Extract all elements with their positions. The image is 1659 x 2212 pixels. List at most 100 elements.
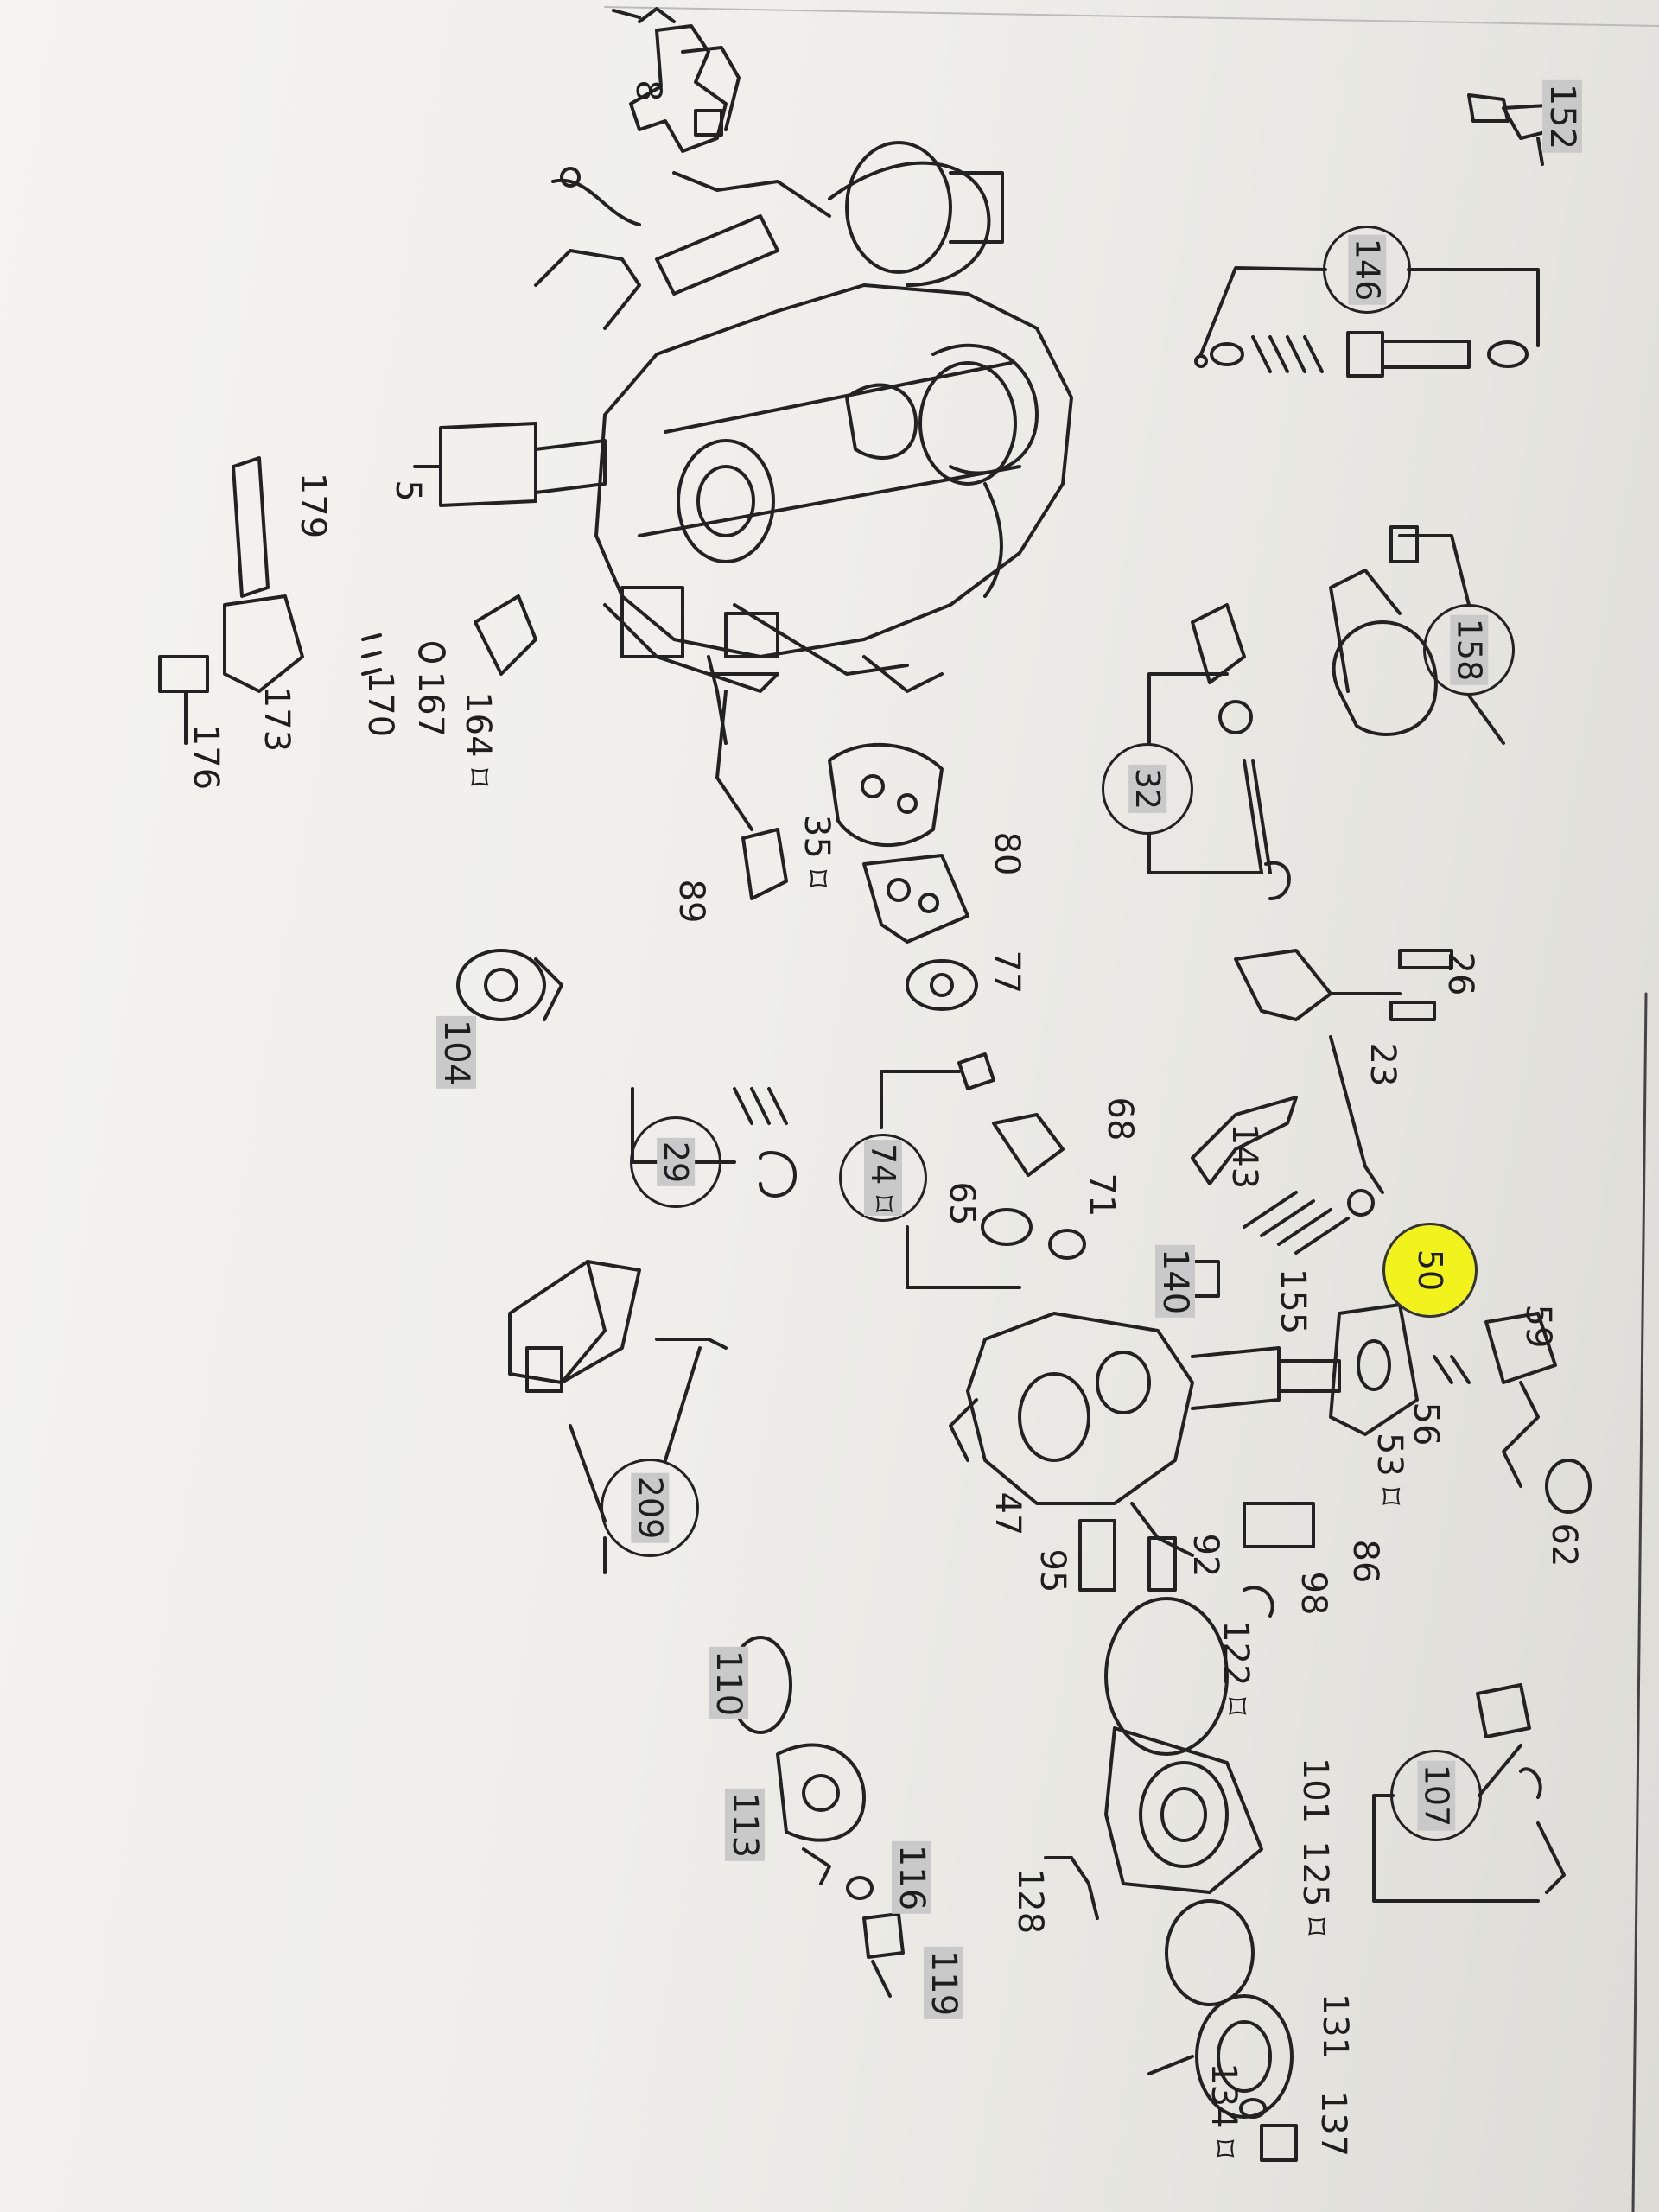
part-number: 77 xyxy=(987,950,1027,995)
small-parts-left xyxy=(158,456,537,745)
part-number: 104 xyxy=(436,1015,476,1090)
part-number: 56 xyxy=(1406,1402,1446,1446)
part-number: 173 xyxy=(257,685,296,753)
part-label-137: 137 xyxy=(1313,2090,1353,2158)
part-number: 170 xyxy=(360,671,400,738)
part-label-176: 176 xyxy=(186,723,226,791)
part-label-23: 23 xyxy=(1363,1042,1402,1087)
part-label-152: 152 xyxy=(1542,79,1582,154)
part-number: 119 xyxy=(924,1946,963,2020)
part-77 xyxy=(906,959,978,1011)
part-label-170: 170 xyxy=(360,671,400,738)
part-number: 125 ⌑ xyxy=(1295,1840,1335,1936)
part-label-71: 71 xyxy=(1082,1173,1122,1217)
part-number: 113 xyxy=(725,1788,765,1862)
part-number: 53 ⌑ xyxy=(1370,1432,1409,1506)
part-label-110: 110 xyxy=(709,1646,748,1720)
part-number: 89 xyxy=(671,879,711,924)
part-number: 110 xyxy=(709,1646,748,1720)
part-label-86: 86 xyxy=(1345,1540,1385,1584)
part-number: 68 xyxy=(1100,1096,1140,1141)
part-label-80: 80 xyxy=(987,832,1027,876)
part-8-lever xyxy=(612,7,741,153)
callout-circle-50: 50 xyxy=(1382,1223,1478,1318)
part-107 xyxy=(1372,1683,1566,1903)
part-label-122: 122 ⌑ xyxy=(1216,1620,1255,1715)
part-209 xyxy=(508,1260,728,1574)
part-label-77: 77 xyxy=(987,950,1027,995)
callout-number: 209 xyxy=(631,1472,669,1543)
pump-main-body xyxy=(413,141,1073,745)
part-number: 152 xyxy=(1542,79,1582,154)
part-74 xyxy=(880,1052,1086,1289)
part-number: 23 xyxy=(1363,1042,1402,1087)
part-number: 164 ⌑ xyxy=(458,691,498,786)
part-35 xyxy=(828,742,944,848)
part-label-173: 173 xyxy=(257,685,296,753)
part-label-155: 155 xyxy=(1273,1268,1313,1335)
part-label-125: 125 ⌑ xyxy=(1295,1840,1335,1936)
part-number: 59 xyxy=(1518,1304,1558,1349)
part-110-113 xyxy=(728,1636,866,1885)
part-label-104: 104 xyxy=(436,1015,476,1090)
callout-circle-209: 209 xyxy=(601,1459,699,1557)
part-number: 35 ⌑ xyxy=(797,814,836,888)
part-26-23 xyxy=(1234,949,1453,1194)
part-label-164: 164 ⌑ xyxy=(458,691,498,786)
part-label-179: 179 xyxy=(293,472,333,539)
part-label-5: 5 xyxy=(388,480,428,501)
part-label-131: 131 xyxy=(1315,1993,1355,2060)
callout-circle-158: 158 xyxy=(1423,604,1515,696)
part-number: 116 xyxy=(892,1840,931,1915)
part-number: 143 xyxy=(1224,1122,1264,1190)
part-number: 65 xyxy=(942,1181,982,1226)
part-146 xyxy=(1194,266,1540,378)
distributor-head xyxy=(949,1303,1592,1618)
callout-circle-107: 107 xyxy=(1390,1750,1482,1841)
part-label-53: 53 ⌑ xyxy=(1370,1432,1409,1506)
part-label-8: 8 xyxy=(628,79,668,102)
part-label-59: 59 xyxy=(1518,1304,1558,1349)
callout-number: 29 xyxy=(656,1137,695,1187)
part-label-119: 119 xyxy=(924,1946,963,2020)
part-143-155 xyxy=(1182,1096,1375,1298)
part-label-101: 101 xyxy=(1295,1758,1335,1823)
part-label-95: 95 xyxy=(1033,1548,1072,1593)
part-number: 137 xyxy=(1313,2090,1353,2158)
part-label-167: 167 xyxy=(410,671,450,737)
part-cover-assembly xyxy=(1044,1597,1263,2006)
part-number: 26 xyxy=(1440,951,1480,996)
part-label-35: 35 ⌑ xyxy=(797,814,836,888)
part-label-89: 89 xyxy=(671,879,711,924)
part-label-113: 113 xyxy=(725,1788,765,1862)
part-number: 92 xyxy=(1185,1533,1225,1578)
part-number: 179 xyxy=(293,472,333,539)
part-label-62: 62 xyxy=(1544,1522,1584,1567)
part-number: 8 xyxy=(628,79,668,102)
part-number: 62 xyxy=(1544,1522,1584,1567)
part-label-65: 65 xyxy=(942,1181,982,1226)
part-label-128: 128 xyxy=(1010,1867,1050,1935)
callout-circle-146: 146 xyxy=(1323,226,1411,314)
part-number: 140 xyxy=(1155,1244,1195,1319)
part-number: 128 xyxy=(1010,1867,1050,1935)
part-label-92: 92 xyxy=(1185,1533,1225,1578)
part-number: 176 xyxy=(186,723,226,791)
callout-number: 158 xyxy=(1450,614,1488,685)
callout-number: 32 xyxy=(1128,764,1166,814)
part-label-68: 68 xyxy=(1100,1096,1140,1141)
part-number: 131 xyxy=(1315,1993,1355,2060)
part-104 xyxy=(456,949,563,1021)
part-number: 95 xyxy=(1033,1548,1072,1593)
part-116-119 xyxy=(846,1876,905,1998)
page-edge-line xyxy=(1631,992,1648,2212)
part-number: 122 ⌑ xyxy=(1216,1620,1255,1715)
callout-circle-32: 32 xyxy=(1102,743,1193,835)
callout-number: 74 ⌑ xyxy=(864,1140,902,1216)
part-89 xyxy=(715,690,788,900)
part-number: 155 xyxy=(1273,1268,1313,1335)
part-label-116: 116 xyxy=(892,1840,931,1915)
callout-number: 107 xyxy=(1417,1760,1455,1831)
part-label-56: 56 xyxy=(1406,1402,1446,1446)
